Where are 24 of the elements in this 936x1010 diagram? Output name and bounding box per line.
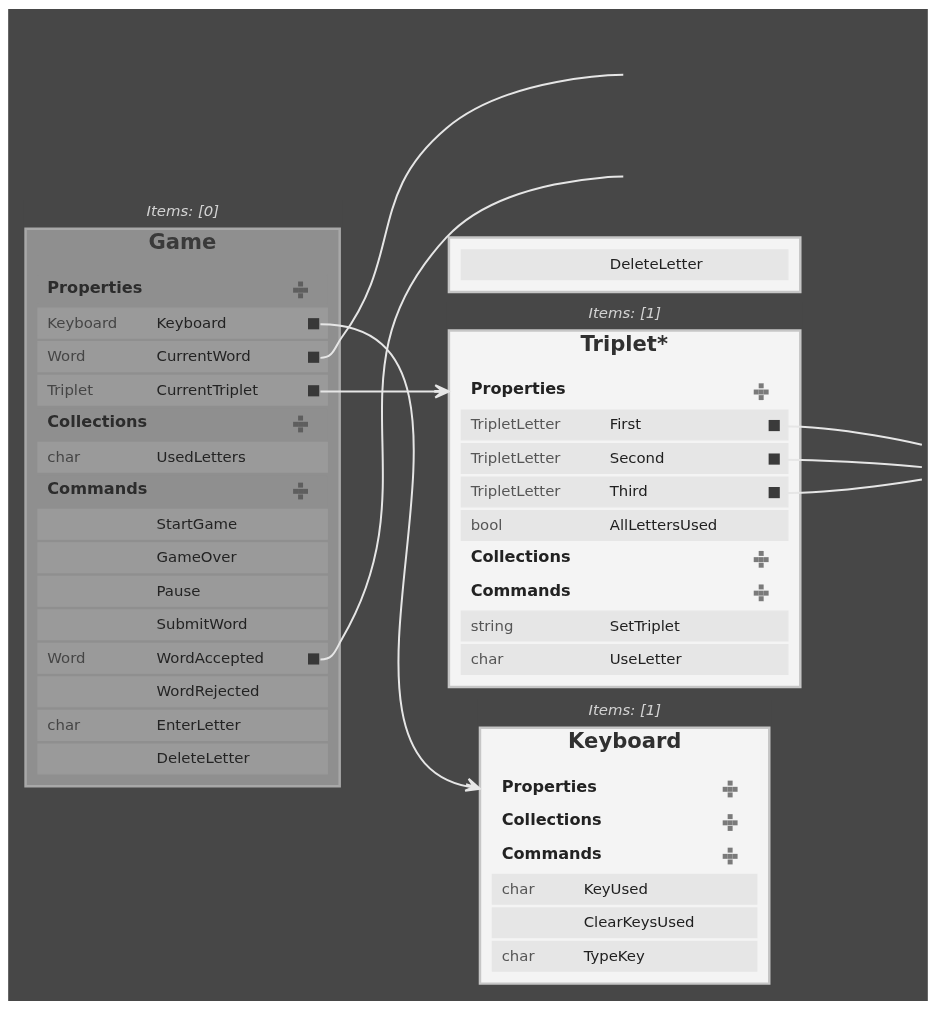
node-box: Word CurrentWord: [37, 341, 328, 373]
node-text: Properties: [501, 776, 597, 796]
connector: [319, 73, 625, 359]
node-text: Commands: [470, 580, 571, 600]
node-box: TripletLetter First: [460, 409, 789, 441]
arrow: [319, 323, 481, 792]
node-label: Items: [1]: [588, 303, 662, 322]
node-text: Collections: [470, 546, 571, 566]
node-box: Triplet CurrentTriplet: [37, 374, 328, 406]
node-text: Collections: [501, 810, 602, 830]
node-box: TripletLetter Second: [460, 442, 789, 474]
node-text: Collections: [47, 411, 148, 431]
node-box: Keyboard Keyboard: [37, 307, 328, 339]
node-box: Word WordAccepted: [37, 642, 328, 674]
node-box: TripletLetter Third: [460, 476, 789, 508]
node-text: Properties: [470, 379, 566, 399]
node-label: Items: [0]: [146, 201, 220, 220]
cluster: [447, 236, 802, 294]
arrow: [319, 384, 450, 399]
node-text: Commands: [47, 478, 148, 498]
node-text: Properties: [47, 277, 143, 297]
connector: [319, 175, 625, 661]
node-text: Commands: [501, 843, 602, 863]
node-label: Items: [1]: [588, 700, 662, 719]
